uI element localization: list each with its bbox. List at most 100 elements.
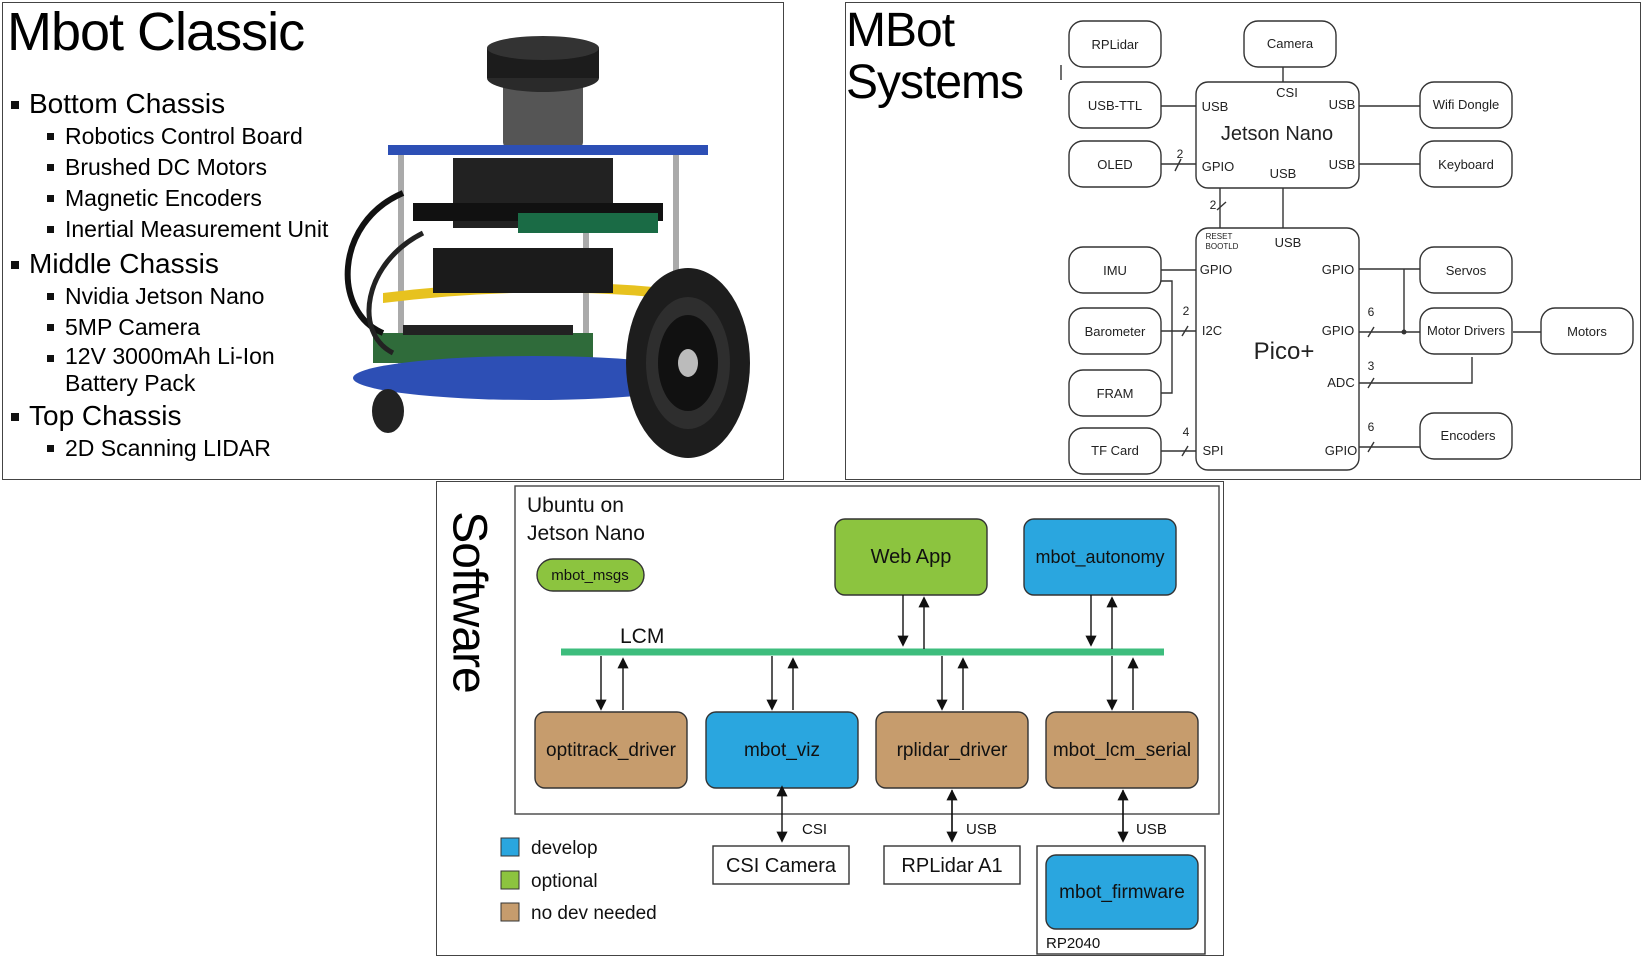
- list-item: 12V 3000mAh Li-Ion Battery Pack: [9, 343, 295, 397]
- imu-box: [1068, 246, 1162, 294]
- robot-image: [344, 36, 750, 458]
- pico-gpio-right3: GPIO: [1325, 443, 1358, 458]
- mbot-msgs-label: mbot_msgs: [551, 567, 629, 584]
- pico-usb: USB: [1275, 235, 1302, 250]
- legend-swatch-develop: [500, 837, 520, 857]
- keyboard-label: Keyboard: [1438, 157, 1494, 172]
- classic-title: Mbot Classic: [7, 2, 305, 62]
- bus-count-spi: 4: [1183, 425, 1190, 439]
- lcm-label: LCM: [620, 625, 664, 648]
- fram-box: [1068, 369, 1162, 417]
- mbot-firmware-node: [1045, 854, 1199, 930]
- encoders-label: Encoders: [1441, 428, 1496, 443]
- bottom-plate: [353, 356, 713, 400]
- pico-gpio-right2: GPIO: [1322, 323, 1355, 338]
- connector-lines: [1060, 65, 1541, 457]
- web-app-node: [834, 518, 988, 596]
- tf-card-label: TF Card: [1091, 443, 1139, 458]
- pico-spi: SPI: [1203, 443, 1224, 458]
- mbot-classic-panel: Mbot Classic Bottom Chassis Robotics Con…: [2, 2, 784, 480]
- jetson-usb-right: USB: [1329, 97, 1356, 112]
- pico-box: [1195, 227, 1360, 471]
- imu-label: IMU: [1103, 263, 1127, 278]
- lidar-body: [503, 78, 583, 148]
- keyboard-box: [1419, 140, 1513, 188]
- barometer-box: [1068, 307, 1162, 355]
- rplidar-label: RPLidar: [1092, 37, 1140, 52]
- web-app-label: Web App: [871, 546, 952, 568]
- mbot-lcm-serial-node: [1045, 711, 1199, 789]
- bus-count-jetson-pico: 2: [1210, 198, 1217, 212]
- mbot-autonomy-label: mbot_autonomy: [1035, 547, 1164, 568]
- rplidar-driver-label: rplidar_driver: [897, 740, 1009, 761]
- list-item: 5MP Camera: [9, 312, 328, 343]
- wifi-dongle-box: [1419, 81, 1513, 129]
- csi-camera-box: [712, 845, 850, 885]
- section-bottom-chassis: Bottom Chassis: [9, 87, 328, 121]
- tf-card-box: [1068, 427, 1162, 475]
- jetson-usb-bottom: USB: [1270, 166, 1297, 181]
- rplidar-driver-node: [875, 711, 1029, 789]
- legend-no-dev: no dev needed: [531, 903, 657, 924]
- os-label-line1: Ubuntu on: [527, 494, 624, 517]
- rplidar-a1-box: [883, 845, 1021, 885]
- component-list: Bottom Chassis Robotics Control Board Br…: [9, 85, 328, 464]
- software-diagram: Ubuntu on Jetson Nano mbot_msgs LCM Web …: [500, 485, 1220, 955]
- bus-count-oled: 2: [1177, 147, 1184, 161]
- rplidar-a1-label: RPLidar A1: [901, 855, 1002, 877]
- motors-box: [1540, 307, 1634, 355]
- mbot-autonomy-node: [1023, 518, 1177, 596]
- list-item: Brushed DC Motors: [9, 152, 328, 183]
- software-panel: Software Ubuntu on Jetson Nano mbot_msgs…: [436, 481, 1224, 956]
- section-middle-chassis: Middle Chassis: [9, 247, 328, 281]
- csi-camera-label: CSI Camera: [726, 855, 837, 877]
- os-label-line2: Jetson Nano: [527, 522, 645, 545]
- optitrack-driver-node: [534, 711, 688, 789]
- jetson-usb-right2: USB: [1329, 157, 1356, 172]
- list-item: Inertial Measurement Unit: [9, 214, 328, 245]
- usb-link-label-1: USB: [966, 821, 997, 838]
- mbot-lcm-serial-label: mbot_lcm_serial: [1053, 740, 1191, 761]
- rplidar-box: [1068, 20, 1162, 68]
- section-top-chassis: Top Chassis: [9, 399, 328, 433]
- systems-diagram: RPLidar Camera USB-TTL OLED Wifi Dongle …: [1060, 20, 1634, 475]
- fram-label: FRAM: [1097, 386, 1134, 401]
- servos-box: [1419, 246, 1513, 294]
- legend-swatch-nodev: [500, 902, 520, 922]
- list-item: Nvidia Jetson Nano: [9, 281, 328, 312]
- list-item: 2D Scanning LIDAR: [9, 433, 328, 464]
- ubuntu-container: [514, 485, 1220, 815]
- pico-reset: RESET: [1206, 232, 1233, 241]
- systems-title-line1: MBot: [846, 4, 955, 57]
- bus-count-adc: 3: [1368, 359, 1375, 373]
- motors-label: Motors: [1567, 324, 1607, 339]
- usb-ttl-box: [1068, 81, 1162, 129]
- legend-develop: develop: [531, 838, 598, 859]
- legend: develop optional no dev needed: [500, 837, 657, 924]
- jetson-nano-box: [1195, 81, 1360, 189]
- jetson-gpio: GPIO: [1202, 159, 1235, 174]
- camera-label: Camera: [1267, 36, 1314, 51]
- motor-drivers-label: Motor Drivers: [1427, 323, 1506, 338]
- oled-label: OLED: [1097, 157, 1132, 172]
- pico-i2c: I2C: [1202, 323, 1222, 338]
- rp2040-label: RP2040: [1046, 935, 1100, 952]
- jetson-name: Jetson Nano: [1221, 123, 1333, 145]
- top-plate: [388, 145, 708, 155]
- csi-link-label: CSI: [802, 821, 827, 838]
- mbot-firmware-label: mbot_firmware: [1059, 882, 1185, 903]
- pico-gpio-left: GPIO: [1200, 262, 1233, 277]
- pico-adc: ADC: [1327, 375, 1354, 390]
- usb-link-label-2: USB: [1136, 821, 1167, 838]
- barometer-label: Barometer: [1085, 324, 1146, 339]
- mbot-systems-panel: MBot Systems: [845, 2, 1641, 480]
- mbot-msgs-pill: [536, 558, 645, 592]
- wifi-label: Wifi Dongle: [1433, 97, 1499, 112]
- servos-label: Servos: [1446, 263, 1487, 278]
- motor-drivers-box: [1419, 307, 1513, 355]
- pico-name: Pico+: [1254, 338, 1315, 365]
- bus-count-i2c: 2: [1183, 304, 1190, 318]
- pico-bootld: BOOTLD: [1206, 242, 1239, 251]
- systems-title: MBot Systems: [846, 4, 1024, 109]
- usb-ttl-label: USB-TTL: [1088, 98, 1142, 113]
